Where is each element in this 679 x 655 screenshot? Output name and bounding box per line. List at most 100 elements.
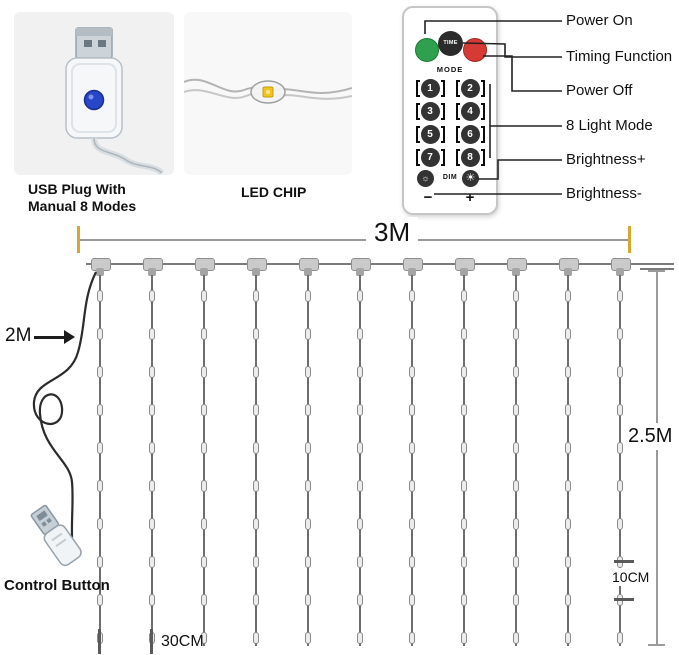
led-bead <box>513 442 519 454</box>
led-bead <box>513 594 519 606</box>
width-label: 3M <box>366 217 419 248</box>
led-bead <box>253 556 259 568</box>
led-bead <box>253 518 259 530</box>
led-bead <box>357 594 363 606</box>
bracket-right-icon <box>440 125 445 143</box>
mode-label: MODE <box>436 65 464 74</box>
power-off-button <box>463 38 487 62</box>
led-bead <box>357 518 363 530</box>
led-bead <box>97 404 103 416</box>
bracket-right-icon <box>480 125 485 143</box>
led-bead <box>149 328 155 340</box>
brightness-high-icon: ☀ <box>462 170 479 187</box>
led-bead <box>201 290 207 302</box>
strand-gap-tick-left <box>98 629 101 654</box>
led-bead <box>461 404 467 416</box>
led-bead <box>201 632 207 644</box>
led-bead <box>149 518 155 530</box>
strand-clip <box>252 268 260 276</box>
cable-arrow-head <box>64 330 75 344</box>
led-bead <box>617 366 623 378</box>
led-bead <box>253 594 259 606</box>
led-gap-tick-top <box>614 560 634 563</box>
height-measure-line <box>656 271 658 645</box>
led-bead <box>201 518 207 530</box>
strand-clip <box>200 268 208 276</box>
remote-mode-button-4: 4 <box>450 101 490 121</box>
led-bead <box>305 594 311 606</box>
brightness-minus-label: − <box>423 189 433 206</box>
led-bead <box>357 632 363 644</box>
led-bead <box>149 366 155 378</box>
mode-button-7: 7 <box>420 147 440 167</box>
led-bead <box>97 480 103 492</box>
bracket-right-icon <box>440 102 445 120</box>
led-bead <box>461 594 467 606</box>
strand-clip <box>408 268 416 276</box>
light-strand <box>409 275 415 646</box>
led-bead <box>149 442 155 454</box>
led-bead <box>409 404 415 416</box>
bracket-left-icon <box>415 125 420 143</box>
led-bead <box>305 442 311 454</box>
led-bead <box>149 556 155 568</box>
callout-label-brightness-: Brightness- <box>566 185 642 202</box>
led-bead <box>461 480 467 492</box>
led-bead <box>201 594 207 606</box>
led-bead <box>97 442 103 454</box>
led-bead <box>461 556 467 568</box>
led-bead <box>513 480 519 492</box>
bracket-right-icon <box>440 148 445 166</box>
bracket-right-icon <box>440 79 445 97</box>
cable-length-label: 2M <box>5 325 32 346</box>
led-bead <box>201 442 207 454</box>
led-bead <box>97 328 103 340</box>
callout-label-brightness-: Brightness+ <box>566 151 646 168</box>
usb-plug-icon <box>30 504 82 567</box>
power-cable-and-plug <box>30 271 97 567</box>
led-bead <box>149 404 155 416</box>
usb-caption-line1: USB Plug With <box>28 181 126 197</box>
light-strand <box>617 275 623 646</box>
strand-clip <box>512 268 520 276</box>
led-bead <box>149 594 155 606</box>
led-bead <box>305 518 311 530</box>
light-strand <box>305 275 311 646</box>
usb-plug-caption: USB Plug With Manual 8 Modes <box>28 181 136 215</box>
strand-clip <box>616 268 624 276</box>
led-bead <box>305 328 311 340</box>
led-bead <box>461 632 467 644</box>
led-bead <box>409 594 415 606</box>
strand-clip <box>304 268 312 276</box>
height-measure-tick-top <box>648 270 665 272</box>
height-measure-tick-bottom <box>648 644 665 646</box>
width-measure-tick-left <box>77 226 80 253</box>
led-bead <box>357 556 363 568</box>
led-bead <box>461 290 467 302</box>
led-bead <box>253 290 259 302</box>
light-strand <box>513 275 519 646</box>
strand-clip <box>148 268 156 276</box>
brightness-plus-label: + <box>465 189 475 206</box>
led-bead <box>357 328 363 340</box>
led-bead <box>513 366 519 378</box>
led-bead <box>149 480 155 492</box>
bracket-right-icon <box>480 148 485 166</box>
strand-gap-tick-right <box>150 629 153 654</box>
strand-clip <box>356 268 364 276</box>
led-bead <box>461 328 467 340</box>
control-button-label: Control Button <box>4 577 110 594</box>
led-bead <box>149 290 155 302</box>
led-bead <box>253 442 259 454</box>
led-bead <box>565 480 571 492</box>
led-bead <box>617 404 623 416</box>
bracket-right-icon <box>480 102 485 120</box>
led-bead <box>253 328 259 340</box>
led-bead <box>617 518 623 530</box>
remote-mode-button-3: 3 <box>410 101 450 121</box>
remote-mode-button-1: 1 <box>410 78 450 98</box>
